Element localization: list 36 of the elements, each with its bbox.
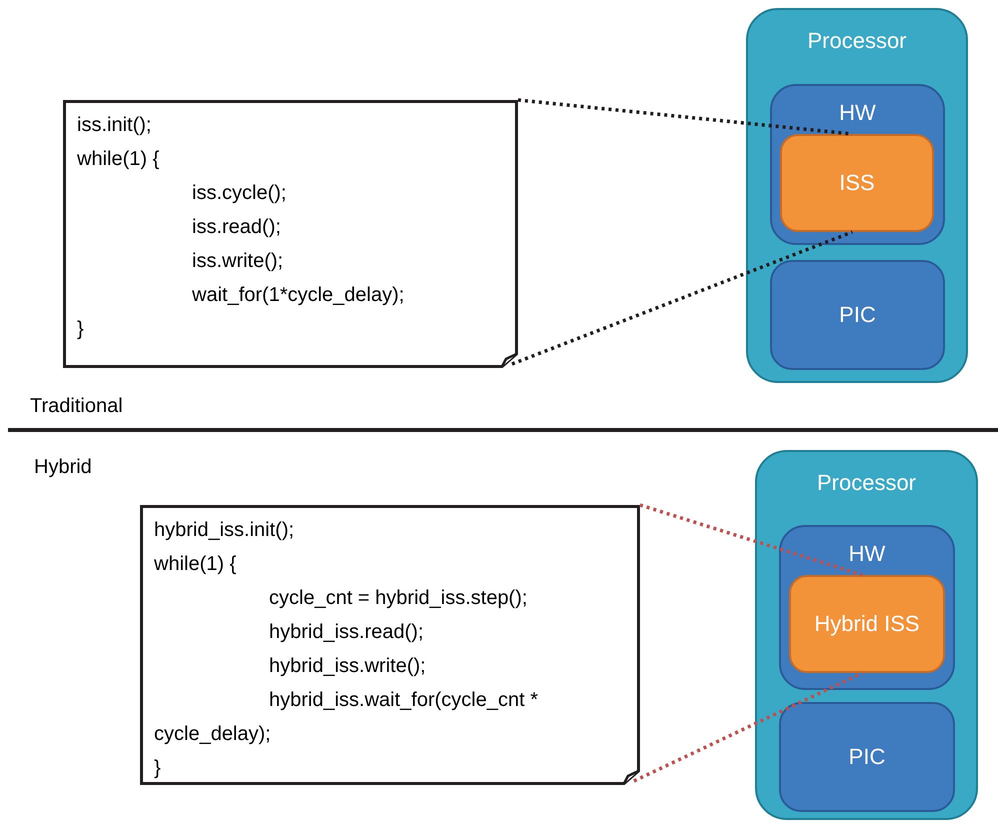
code-line: iss.cycle(); <box>191 181 288 206</box>
simulator-block <box>789 575 945 673</box>
code-line: hybrid_iss.write(); <box>268 654 427 679</box>
block-label: Processor <box>807 28 907 54</box>
simulator-block <box>780 134 934 232</box>
code-line: hybrid_iss.init(); <box>154 518 296 543</box>
block-label: HW <box>839 100 876 126</box>
code-line: iss.write(); <box>191 249 284 274</box>
leader-line <box>633 671 864 783</box>
block-label: HW <box>848 541 886 567</box>
code-line: wait_for(1*cycle_delay); <box>191 283 406 308</box>
block-label: Hybrid ISS <box>814 611 920 637</box>
hardware-block <box>770 84 945 245</box>
leader-line <box>639 503 863 577</box>
code-line: hybrid_iss.read(); <box>268 620 425 645</box>
section-label: Hybrid <box>34 455 92 479</box>
leader-line <box>511 230 854 366</box>
block-label: Processor <box>816 470 916 496</box>
code-line: while(1) { <box>154 552 238 577</box>
code-line: while(1) { <box>77 147 160 172</box>
code-line: } <box>154 756 162 781</box>
block-label: PIC <box>848 744 886 770</box>
block-label: ISS <box>839 170 875 196</box>
pic-block <box>779 702 955 812</box>
section-label: Traditional <box>30 394 123 418</box>
code-line: } <box>77 317 85 342</box>
processor-block <box>746 8 968 383</box>
block-label: PIC <box>839 302 876 328</box>
pic-block <box>770 260 945 370</box>
hardware-block <box>779 525 955 690</box>
code-line: hybrid_iss.wait_for(cycle_cnt * cycle_delay); <box>154 688 539 747</box>
code-line: iss.init(); <box>77 113 152 138</box>
code-line: iss.read(); <box>191 215 282 240</box>
code-line: cycle_cnt = hybrid_iss.step(); <box>268 586 528 611</box>
processor-block <box>755 450 978 820</box>
leader-line <box>518 98 853 136</box>
